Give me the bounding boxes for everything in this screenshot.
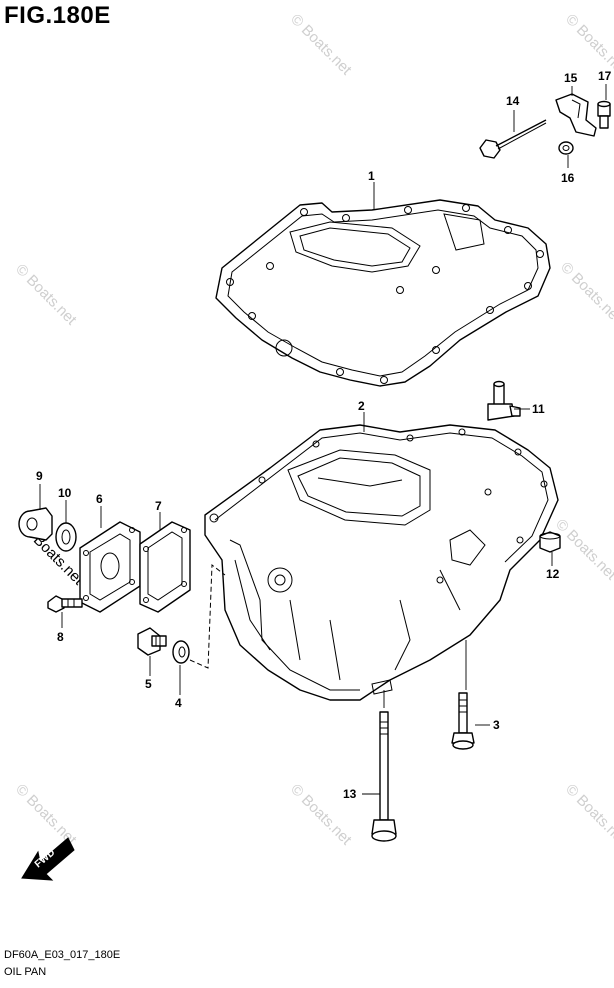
callout-numbers: 1 2 3 4 5 6 7 8 9 10 11 12 13 14 15 16 1…: [36, 69, 612, 801]
callout-11[interactable]: 11: [532, 402, 545, 416]
callout-14[interactable]: 14: [506, 94, 520, 108]
callout-16[interactable]: 16: [561, 171, 575, 185]
callout-17[interactable]: 17: [598, 69, 612, 83]
dipstick-guide-part-15[interactable]: [555, 86, 597, 137]
figure-code: DF60A_E03_017_180E: [4, 949, 121, 961]
callout-5[interactable]: 5: [145, 677, 152, 691]
gasket-part-1[interactable]: [215, 182, 551, 387]
callout-15[interactable]: 15: [564, 71, 578, 85]
watermarks: © Boats.net © Boats.net © Boats.net © Bo…: [12, 11, 614, 849]
figure-title: FIG.180E: [4, 2, 111, 29]
o-ring-part-16[interactable]: [558, 141, 574, 168]
bolt-part-8[interactable]: [47, 595, 83, 628]
oil-pan-part-2[interactable]: [204, 412, 559, 701]
callout-3[interactable]: 3: [493, 718, 500, 732]
assembly-guide-lines: [189, 564, 226, 669]
watermark: © Boats.net: [12, 261, 80, 329]
cover-gasket-part-7[interactable]: [139, 512, 191, 613]
plug-part-12[interactable]: [539, 531, 561, 566]
callout-12[interactable]: 12: [546, 567, 560, 581]
watermark: © Boats.net: [552, 516, 614, 584]
callout-4[interactable]: 4: [175, 696, 182, 710]
figure-name: OIL PAN: [4, 966, 47, 978]
forward-arrow-icon: FWD: [21, 837, 75, 881]
watermark: © Boats.net: [287, 11, 355, 79]
long-bolt-part-13[interactable]: [362, 690, 397, 842]
hose-fitting-part-11[interactable]: [487, 380, 530, 421]
callout-2[interactable]: 2: [358, 399, 365, 413]
bolt-part-3[interactable]: [451, 640, 490, 750]
cover-plate-part-6[interactable]: [79, 506, 141, 613]
watermark: © Boats.net: [557, 259, 614, 327]
drain-plug-part-5[interactable]: [137, 627, 167, 676]
washer-part-4[interactable]: [172, 640, 190, 695]
callout-10[interactable]: 10: [58, 486, 72, 500]
gasket-ring-part-10[interactable]: [55, 500, 77, 552]
watermark: © Boats.net: [12, 781, 80, 849]
callout-6[interactable]: 6: [96, 492, 103, 506]
callout-1[interactable]: 1: [368, 169, 375, 183]
callout-9[interactable]: 9: [36, 469, 43, 483]
callout-7[interactable]: 7: [155, 499, 162, 513]
callout-13[interactable]: 13: [343, 787, 357, 801]
callout-8[interactable]: 8: [57, 630, 64, 644]
plug-part-9[interactable]: [18, 484, 53, 541]
watermark: © Boats.net: [562, 781, 614, 849]
dipstick-part-14[interactable]: [479, 110, 547, 159]
bolt-part-17[interactable]: [597, 84, 611, 129]
